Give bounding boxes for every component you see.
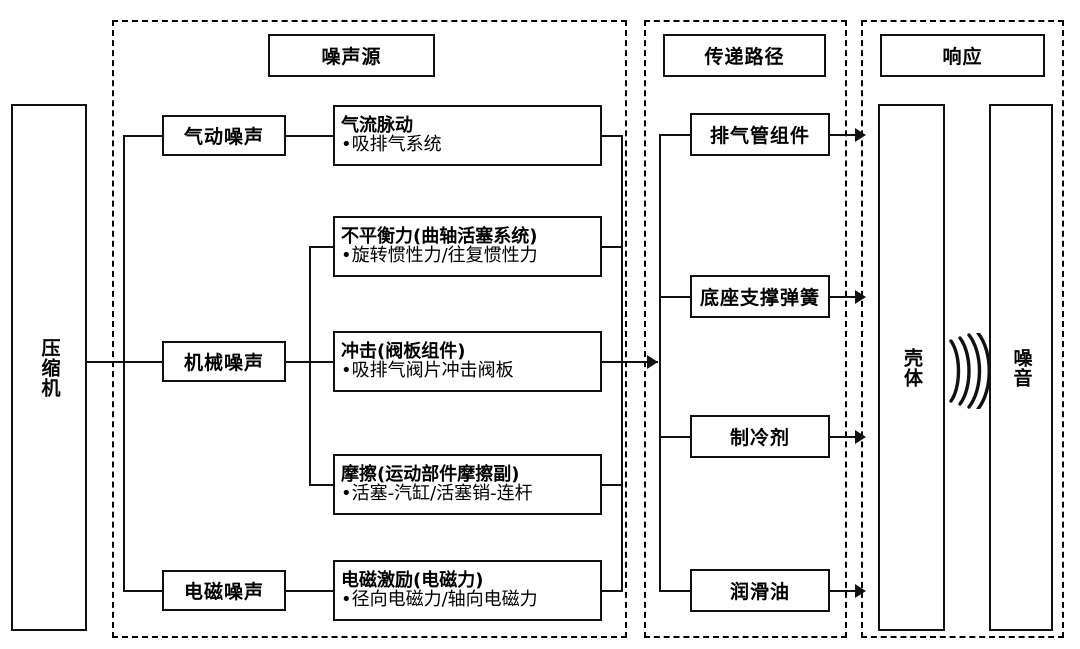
connector-spine-to-base-spring (659, 296, 691, 298)
path-label: 润滑油 (729, 581, 790, 603)
connector-unbalance-out (602, 246, 623, 248)
connector-spine-to-aero (123, 135, 163, 137)
connector-root-stub (87, 361, 124, 363)
section-header-label: 噪声源 (321, 46, 382, 68)
section-header-response: 响应 (880, 34, 1045, 77)
response-box-noise: 噪音 (989, 104, 1053, 631)
section-header-transfer-path: 传递路径 (663, 34, 826, 77)
arrow-sources-to-paths (647, 355, 658, 369)
path-box-refrigerant: 制冷剂 (690, 415, 830, 458)
connector-refrigerant-to-shell (830, 436, 858, 438)
detail-box-unbalance: 不平衡力(曲轴活塞系统) •旋转惯性力/往复惯性力 (333, 216, 602, 277)
path-label: 底座支撑弹簧 (699, 287, 820, 309)
connector-aero-to-airflow (286, 135, 333, 137)
source-box-emag: 电磁噪声 (162, 570, 286, 611)
detail-bullet: •吸排气阀片冲击阀板 (341, 359, 514, 381)
arrow-lubricant-to-shell (855, 584, 866, 598)
connector-spine-to-emag (123, 590, 163, 592)
detail-bullet: •活塞-汽缸/活塞销-连杆 (341, 482, 533, 504)
detail-box-impact: 冲击(阀板组件) •吸排气阀片冲击阀板 (333, 331, 602, 392)
connector-spine-to-mech (123, 361, 163, 363)
path-box-discharge-pipe: 排气管组件 (690, 113, 830, 156)
section-header-label: 传递路径 (704, 46, 785, 68)
response-box-shell: 壳体 (878, 104, 945, 631)
path-box-base-spring: 底座支撑弹簧 (690, 275, 830, 318)
connector-airflow-out (602, 135, 623, 137)
arrow-base-spring-to-shell (855, 290, 866, 304)
connector-mech-to-impact (309, 361, 333, 363)
compressor-label: 压缩机 (38, 337, 61, 398)
detail-box-airflow: 气流脉动 •吸排气系统 (333, 105, 602, 166)
source-box-mech: 机械噪声 (162, 341, 286, 382)
section-header-label: 响应 (942, 46, 983, 68)
section-header-noise-source: 噪声源 (268, 34, 435, 77)
connector-lubricant-to-shell (830, 590, 858, 592)
detail-title: 电磁激励(电磁力) (341, 569, 484, 591)
connector-mech-to-friction (309, 484, 333, 486)
connector-mech-spine (309, 246, 311, 486)
detail-title: 气流脉动 (341, 114, 413, 136)
connector-merge-spine (621, 135, 623, 592)
detail-box-friction: 摩擦(运动部件摩擦副) •活塞-汽缸/活塞销-连杆 (333, 454, 602, 515)
detail-bullet: •吸排气系统 (341, 133, 442, 155)
detail-title: 冲击(阀板组件) (341, 340, 466, 362)
path-label: 排气管组件 (709, 125, 810, 147)
connector-friction-out (602, 484, 623, 486)
source-box-aero: 气动噪声 (162, 115, 286, 156)
connector-mech-to-unbalance (309, 246, 333, 248)
connector-root-spine (123, 135, 125, 592)
path-label: 制冷剂 (729, 427, 790, 449)
source-label: 气动噪声 (183, 126, 264, 148)
detail-box-emagexc: 电磁激励(电磁力) •径向电磁力/轴向电磁力 (333, 560, 602, 621)
connector-spine-to-refrigerant (659, 436, 691, 438)
connector-emag-to-emagexc (286, 590, 333, 592)
arrow-discharge-pipe-to-shell (855, 128, 866, 142)
connector-base-spring-to-shell (830, 296, 858, 298)
connector-discharge-pipe-to-shell (830, 134, 858, 136)
connector-spine-to-discharge-pipe (659, 134, 691, 136)
section-frame-noise-source (112, 20, 627, 638)
section-frame-transfer-path (644, 20, 847, 638)
source-label: 电磁噪声 (183, 581, 264, 603)
section-frame-response (861, 20, 1064, 638)
source-label: 机械噪声 (183, 352, 264, 374)
connector-path-spine (659, 134, 661, 592)
compressor-box: 压缩机 (11, 104, 87, 631)
connector-impact-out (602, 361, 658, 363)
arrow-refrigerant-to-shell (855, 430, 866, 444)
sound-wave-icon (949, 333, 991, 409)
response-label: 噪音 (1010, 347, 1033, 388)
detail-bullet: •径向电磁力/轴向电磁力 (341, 588, 538, 610)
connector-emagexc-out (602, 590, 623, 592)
detail-title: 不平衡力(曲轴活塞系统) (341, 225, 538, 247)
connector-mech-stub (286, 361, 311, 363)
response-label: 壳体 (901, 347, 923, 388)
detail-title: 摩擦(运动部件摩擦副) (341, 463, 520, 485)
path-box-lubricant: 润滑油 (690, 569, 830, 612)
detail-bullet: •旋转惯性力/往复惯性力 (341, 244, 538, 266)
connector-spine-to-lubricant (659, 590, 691, 592)
